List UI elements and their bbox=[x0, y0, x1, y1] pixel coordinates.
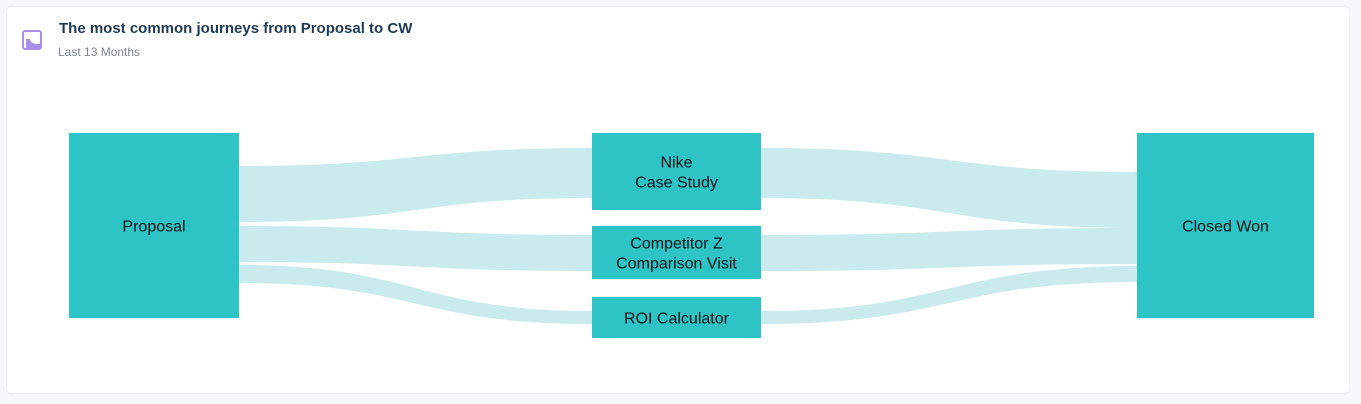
node-label: Nike bbox=[660, 155, 692, 172]
node-box bbox=[592, 297, 761, 338]
node-roi[interactable]: ROI Calculator bbox=[592, 297, 761, 338]
node-label: Case Study bbox=[635, 175, 718, 192]
node-box bbox=[592, 133, 761, 210]
node-box bbox=[592, 226, 761, 279]
sankey-links bbox=[239, 148, 1137, 324]
chart-subtitle: Last 13 Months bbox=[58, 45, 141, 59]
chart-title: The most common journeys from Proposal t… bbox=[59, 20, 413, 37]
node-closed-won[interactable]: Closed Won bbox=[1137, 133, 1314, 318]
area-chart-icon bbox=[22, 30, 42, 50]
node-label: Closed Won bbox=[1182, 219, 1269, 236]
link-competitor-to-closed_won bbox=[761, 228, 1137, 271]
node-label: Comparison Visit bbox=[616, 256, 737, 273]
node-label: Competitor Z bbox=[630, 236, 723, 253]
link-proposal-to-competitor bbox=[239, 226, 592, 271]
node-box bbox=[1137, 133, 1314, 318]
link-roi-to-closed_won bbox=[761, 266, 1137, 324]
node-proposal[interactable]: Proposal bbox=[69, 133, 239, 318]
node-box bbox=[69, 133, 239, 318]
node-competitor[interactable]: Competitor Z Comparison Visit bbox=[592, 226, 761, 279]
link-proposal-to-nike bbox=[239, 148, 592, 222]
node-label: ROI Calculator bbox=[624, 311, 730, 328]
link-proposal-to-roi bbox=[239, 265, 592, 324]
link-nike-to-closed_won bbox=[761, 148, 1137, 228]
node-label: Proposal bbox=[122, 219, 185, 236]
